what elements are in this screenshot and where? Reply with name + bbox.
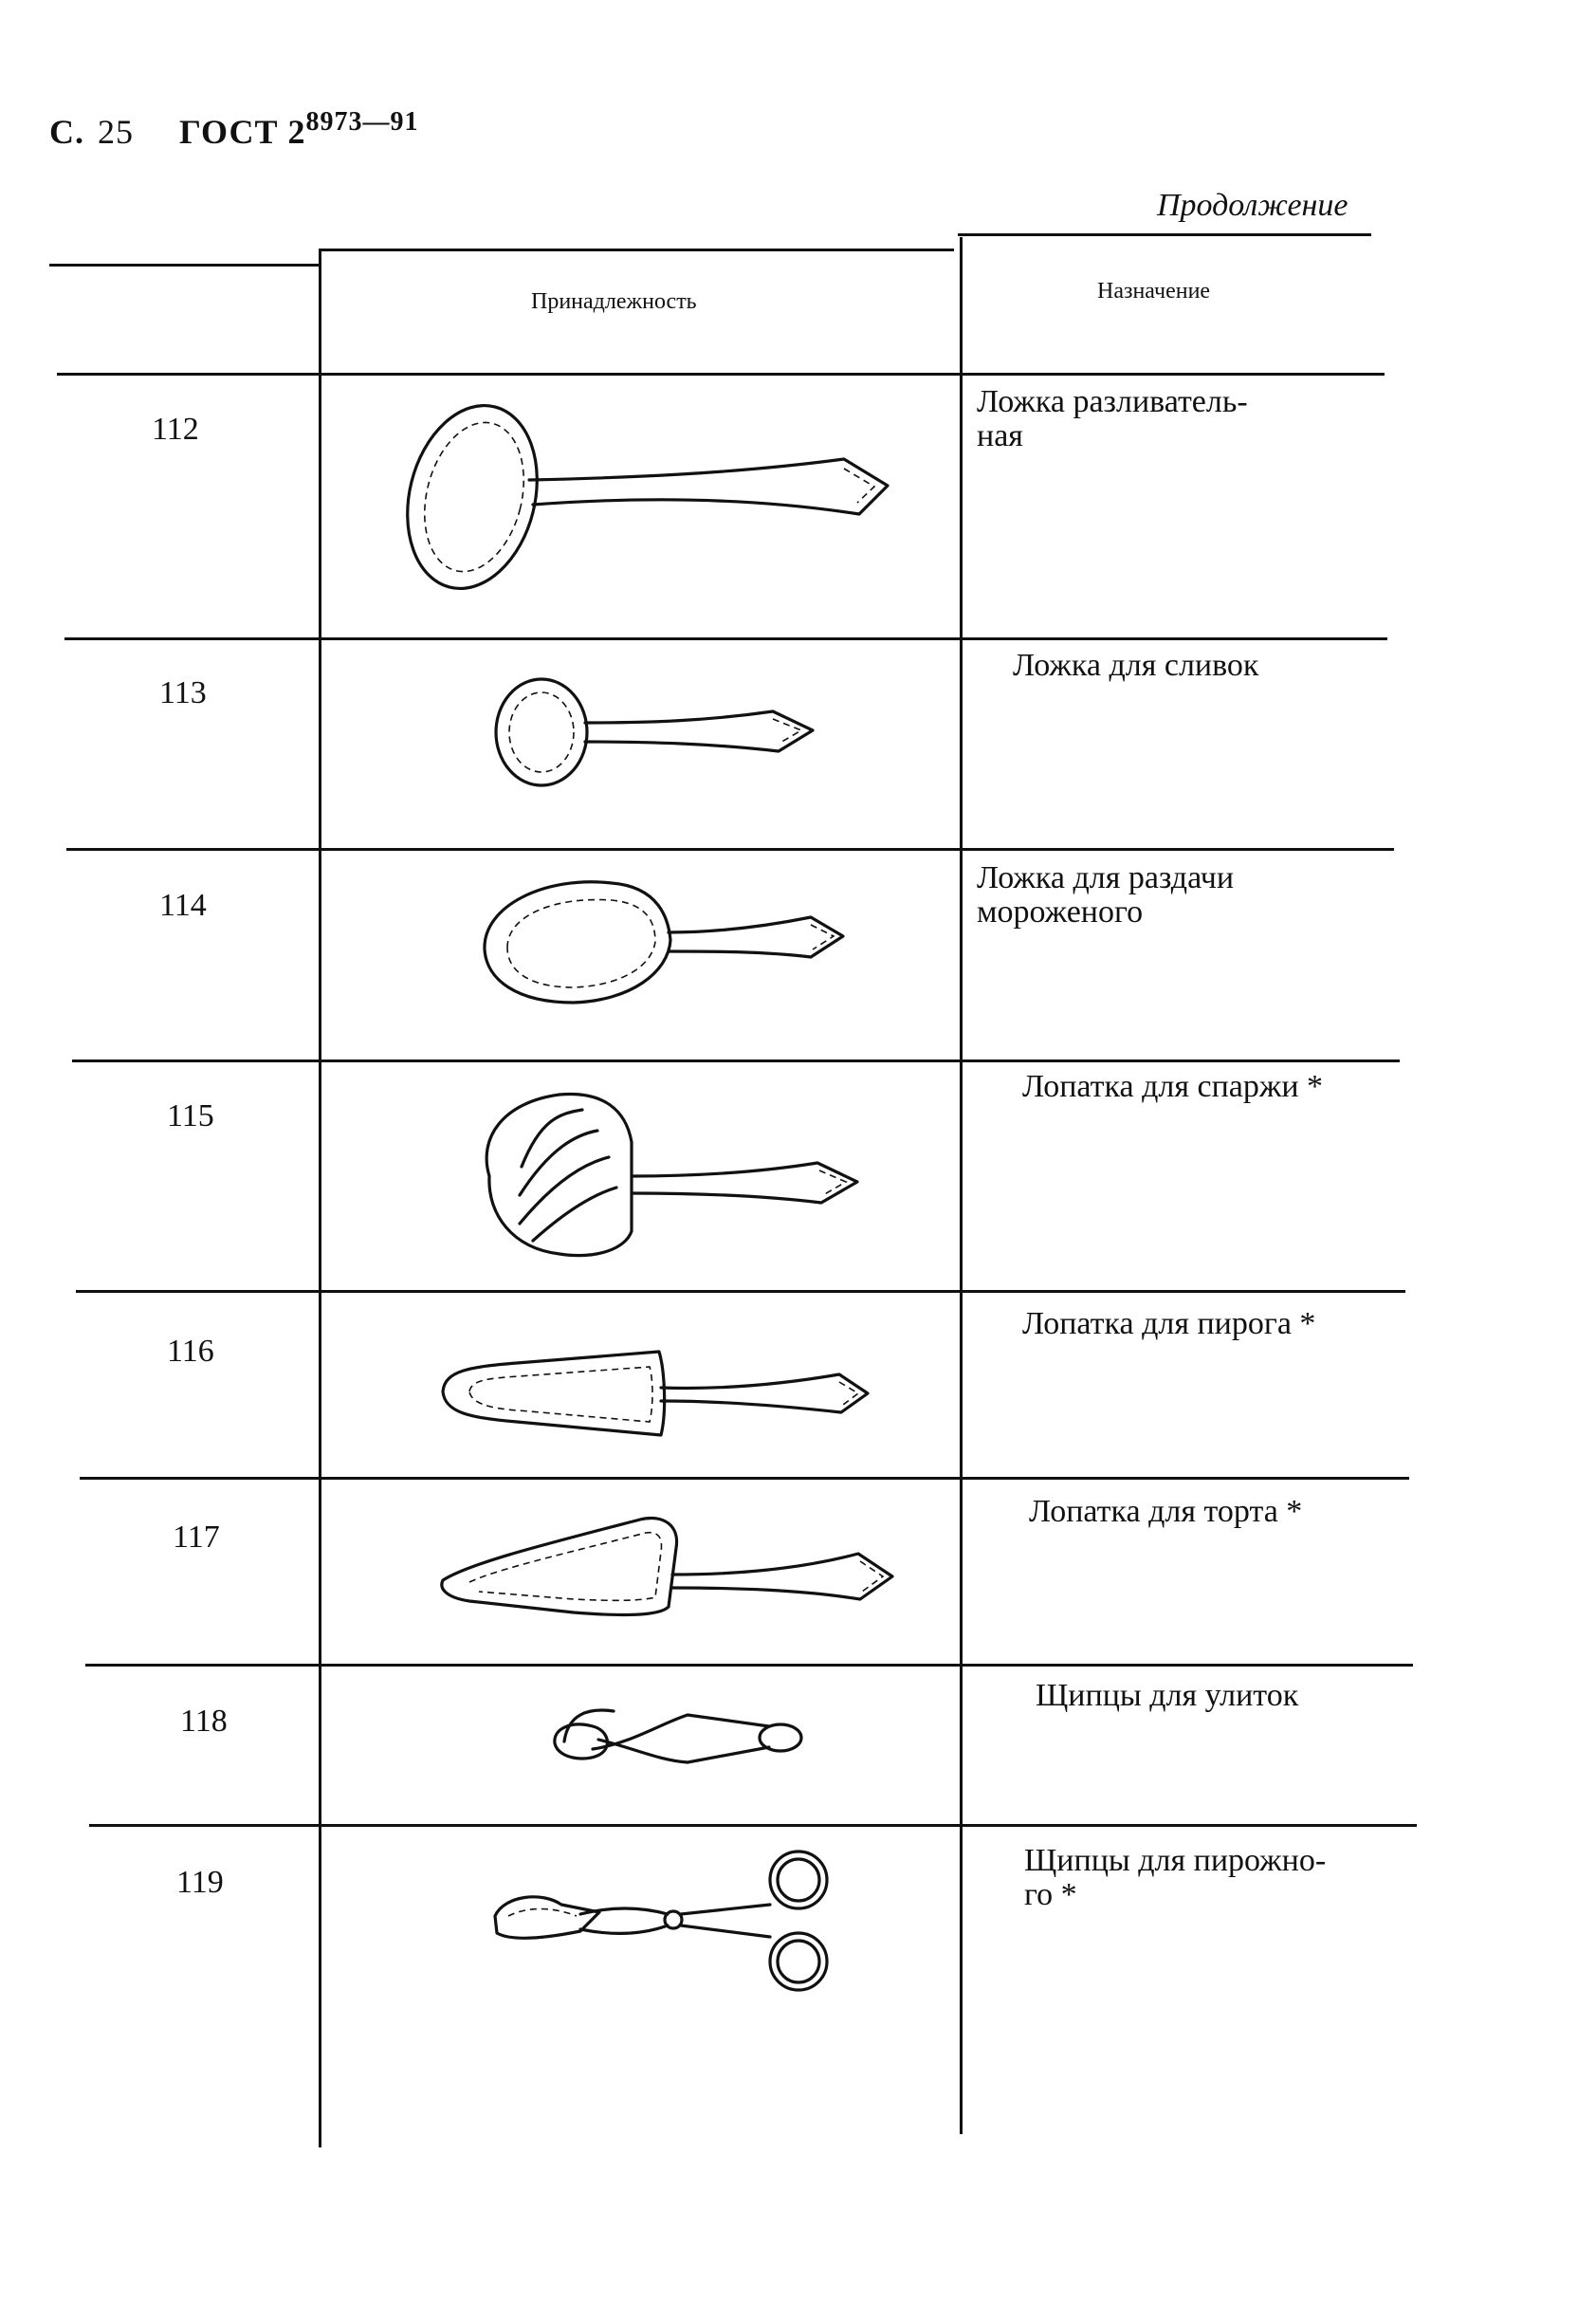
pie-server-icon [441,1350,870,1437]
ice-cream-spoon-icon [483,880,845,1004]
column-header-item: Принадлежность [531,289,697,314]
row-number: 112 [152,412,199,447]
continuation-label: Продолжение [1157,188,1348,223]
ladle-icon [406,403,890,591]
row-purpose: Лопатка для пирога * [1022,1306,1316,1341]
cream-spoon-icon [494,677,815,787]
standard-prefix: ГОСТ [179,113,279,151]
row-number: 113 [159,675,207,710]
standard-number: 8973—91 [305,107,419,137]
row-purpose: Ложка для сливок [1013,648,1259,683]
page-header: С. 25 ГОСТ 28973—91 [49,107,418,152]
row-purpose: Ложка разливатель- ная [977,384,1248,453]
row-purpose: Щипцы для улиток [1036,1678,1299,1713]
row-purpose: Лопатка для спаржи * [1022,1069,1324,1104]
row-number: 116 [167,1334,214,1369]
pastry-tongs-icon [493,1850,829,1992]
standard-first-digit: 2 [287,113,306,151]
row-purpose: Ложка для раздачи мороженого [977,860,1235,930]
row-number: 119 [176,1865,224,1900]
row-purpose: Лопатка для торта * [1029,1494,1303,1529]
row-number: 115 [167,1098,214,1133]
asparagus-server-icon [485,1092,859,1258]
page-prefix: С. [49,113,84,151]
column-header-purpose: Назначение [1097,279,1211,304]
cake-server-icon [440,1517,894,1617]
row-number: 114 [159,888,207,923]
snail-tongs-icon [553,1708,803,1764]
page-number: 25 [98,113,134,151]
row-purpose: Щипцы для пирожно- го * [1024,1843,1327,1912]
row-number: 118 [180,1704,228,1739]
row-number: 117 [173,1520,220,1555]
